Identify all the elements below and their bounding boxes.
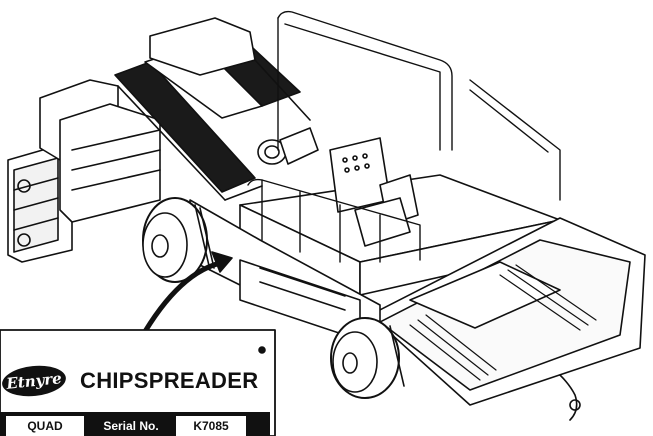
conveyor-belts [114,17,311,201]
drive-motor [257,127,319,165]
serial-number-value: K7085 [176,416,246,436]
control-panel-knobs [342,153,370,173]
auger-feeders [409,264,597,381]
model-value: QUAD [6,416,84,436]
rear-hopper [369,217,646,421]
front-hopper [7,79,161,263]
handrails [247,10,561,263]
callout-arrow [137,251,233,343]
serial-label: Serial No. [90,416,172,436]
nameplate-panel [0,329,276,436]
front-wheel [142,197,215,283]
rear-wheel [330,317,405,399]
product-name: CHIPSPREADER [80,368,259,393]
